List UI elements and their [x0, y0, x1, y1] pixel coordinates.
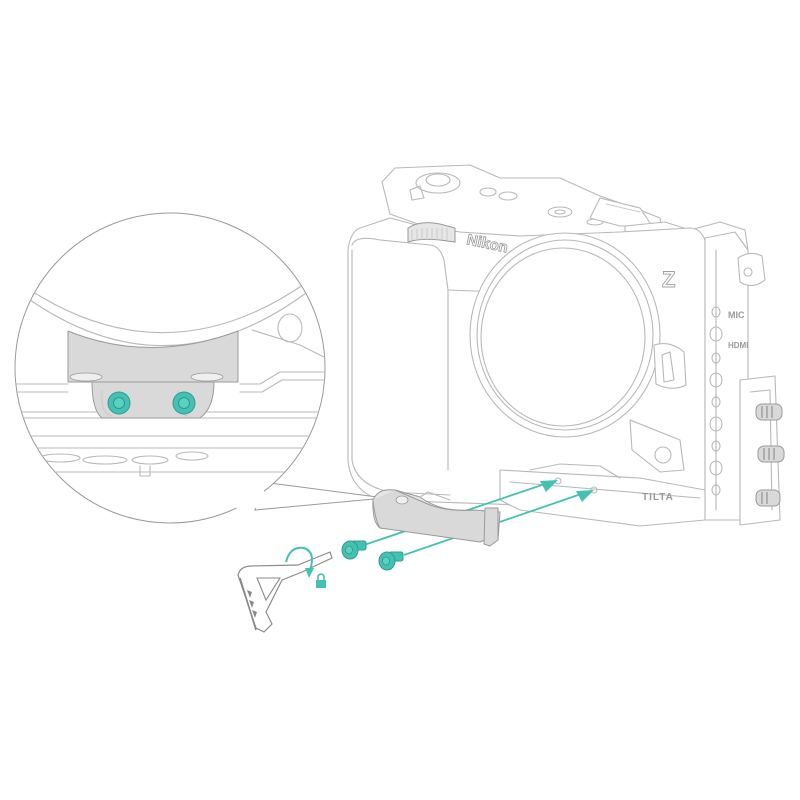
screw-2: [378, 551, 404, 571]
clamp-knob-1: [755, 403, 783, 421]
clamp-knob-3: [755, 489, 781, 507]
bracket-part: [372, 489, 501, 547]
screw-1: [341, 540, 367, 560]
inset-screw-right: [172, 391, 196, 415]
rotate-clockwise-arrow-icon: [285, 546, 314, 578]
camera-with-cage: Nikon Z MIC HDMI: [347, 164, 785, 527]
inset-screw-left: [107, 391, 131, 415]
mic-port-label: MIC: [728, 310, 745, 320]
hdmi-port-label: HDMI: [728, 341, 748, 350]
z-logo-text: Z: [662, 267, 675, 292]
hex-key-tool: [237, 551, 333, 633]
detail-inset: [14, 212, 386, 524]
clamp-knob-2: [757, 445, 785, 463]
lock-icon: [316, 573, 326, 588]
tilta-logo-text: TILTA: [642, 492, 674, 503]
